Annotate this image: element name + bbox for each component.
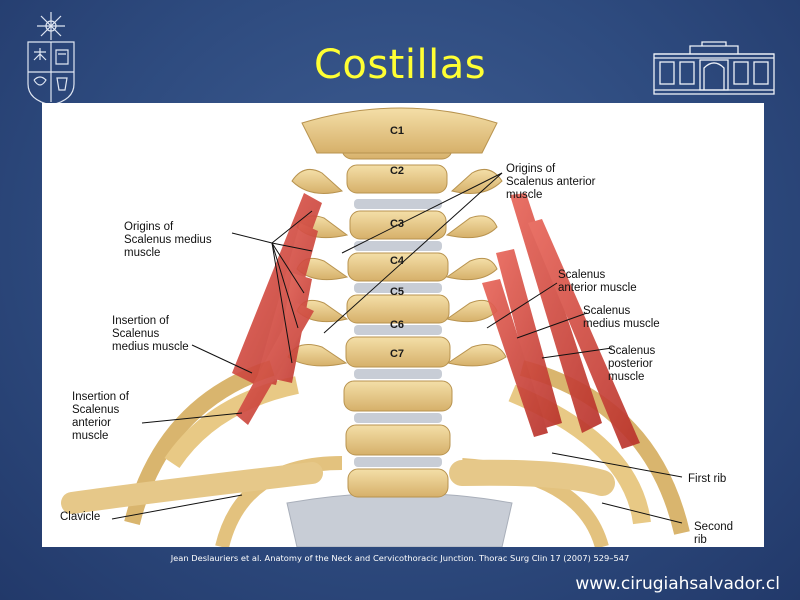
vertebra-label-c5: C5 (389, 286, 405, 298)
vertebra-label-c6: C6 (389, 319, 405, 331)
neck-anatomy-illustration (61, 107, 690, 547)
hospital-building-logo (650, 40, 778, 98)
figure-citation: Jean Deslauriers et al. Anatomy of the N… (170, 553, 630, 563)
vertebra-label-c7: C7 (389, 348, 405, 360)
manubrium (286, 492, 513, 547)
label-clavicle: Clavicle (60, 511, 101, 523)
anatomy-figure: C1 C2 C3 C4 C5 C6 C7 Origins of Scalenus… (42, 103, 764, 547)
slide-title: Costillas (313, 42, 487, 88)
vertebra-label-c1: C1 (389, 125, 405, 137)
label-origins-scalenus-medius: Origins of Scalenus medius muscle (124, 221, 212, 259)
hospital-building-icon (653, 41, 775, 95)
vertebra-label-c4: C4 (389, 255, 405, 267)
label-scalenus-medius: Scalenus medius muscle (583, 305, 660, 330)
label-second-rib: Second rib (694, 521, 734, 546)
university-shield-icon (27, 12, 75, 106)
clavicle-left (61, 462, 323, 514)
scalenus-muscles (232, 193, 640, 449)
label-first-rib: First rib (688, 473, 727, 485)
first-rib-left (164, 376, 299, 469)
label-scalenus-posterior: Scalenus posterior muscle (608, 345, 656, 383)
vertebra-label-c2: C2 (389, 165, 405, 177)
university-shield-logo (22, 10, 80, 106)
label-insertion-scalenus-medius: Insertion of Scalenus medius muscle (112, 315, 189, 353)
label-origins-scalenus-anterior: Origins of Scalenus anterior muscle (506, 163, 596, 201)
label-scalenus-anterior: Scalenus anterior muscle (558, 269, 637, 294)
website-url: www.cirugiahsalvador.cl (575, 574, 780, 594)
vertebra-label-c3: C3 (389, 218, 405, 230)
clavicle-right (449, 459, 615, 496)
label-insertion-scalenus-anterior: Insertion of Scalenus anterior muscle (72, 391, 129, 442)
